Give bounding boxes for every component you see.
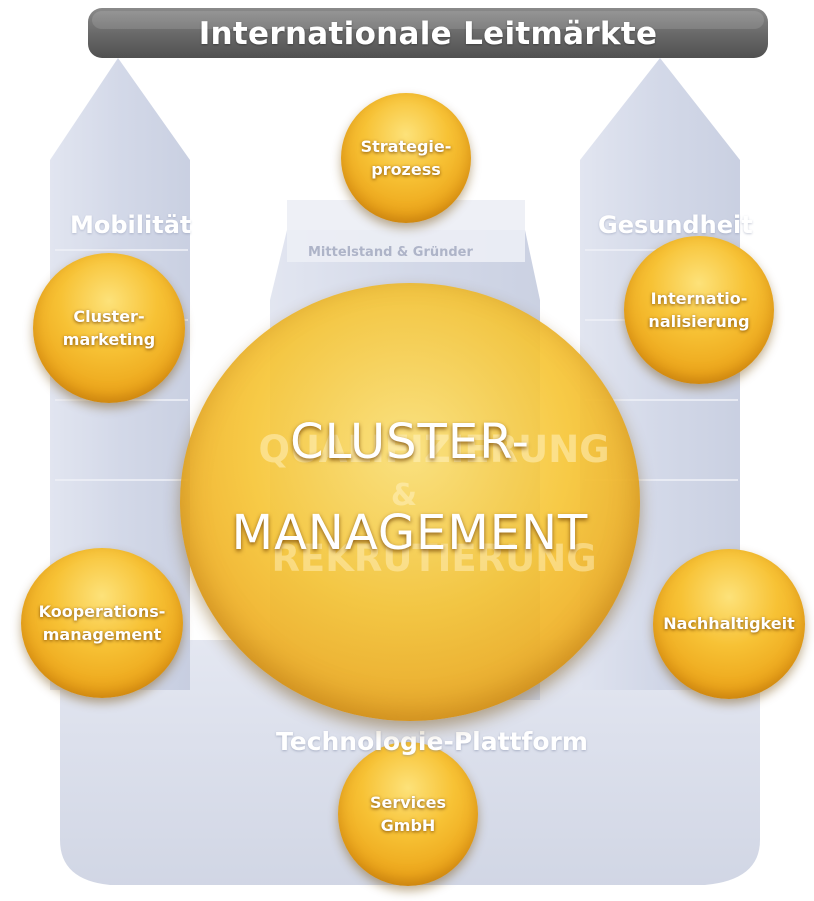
center-title-line2: MANAGEMENT [231,505,589,561]
services-line2: GmbH [380,816,436,835]
banner-title: Internationale Leitmärkte [198,16,658,52]
sustain-line1: Nachhaltigkeit [663,614,795,634]
pillar-label-mobility: Mobilität [70,211,192,239]
base-platform-label: Technologie-Plattform [276,727,588,756]
intl-line1: Internatio- [650,288,748,308]
middle-pillar-label: Mittelstand & Gründer [308,245,473,260]
center-title-line1: CLUSTER- [290,414,530,470]
circle-strategy-process[interactable]: Strategie-prozess [341,93,471,223]
marketing-line1: Cluster- [73,306,145,326]
banner-bar [88,8,768,58]
pillar-label-health: Gesundheit [598,211,753,239]
ghost-recruitment: REKRUTIERUNG [271,537,597,580]
coop-line1: Kooperations- [38,601,166,621]
circle-sustainability[interactable]: Nachhaltigkeit [653,549,805,699]
strategy-line1: Strategie- [360,136,452,156]
strategy-line2: prozess [371,160,441,179]
circle-cooperation-management[interactable]: Kooperations-management [21,548,183,698]
circle-cluster-marketing[interactable]: Cluster-marketing [33,253,185,403]
coop-line2: management [42,625,162,644]
middle-pillar-top [287,200,525,262]
marketing-line2: marketing [62,330,156,349]
ghost-qualification: QUALIFIZIERUNG [258,428,610,471]
services-line1: Services [369,792,447,812]
intl-line2: nalisierung [648,312,750,331]
circle-internationalization[interactable]: Internatio-nalisierung [624,236,774,384]
ghost-ampersand: & [390,478,418,513]
center-circle[interactable] [180,283,640,721]
